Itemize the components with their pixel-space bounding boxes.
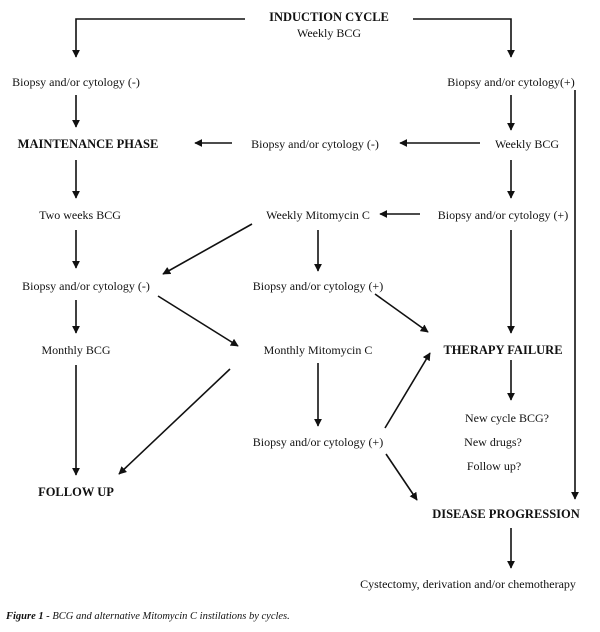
option-follow-up: Follow up? xyxy=(467,459,521,473)
labels: INDUCTION CYCLE Weekly BCG Biopsy and/or… xyxy=(12,10,580,591)
biopsy-positive-3: Biopsy and/or cytology (+) xyxy=(253,279,383,293)
figure-caption-text: BCG and alternative Mitomycin C instilat… xyxy=(52,611,290,622)
biopsy-positive-2: Biopsy and/or cytology (+) xyxy=(438,208,568,222)
figure-caption: Figure 1 - BCG and alternative Mitomycin… xyxy=(6,611,290,622)
option-new-cycle-bcg: New cycle BCG? xyxy=(465,411,549,425)
arrow-induction-to-biopsy-pos xyxy=(413,18,515,58)
arrow-weekly-mitomycin-to-biopsy-neg xyxy=(162,223,253,275)
figure-number: Figure 1 - xyxy=(6,611,50,622)
disease-progression: DISEASE PROGRESSION xyxy=(432,507,580,521)
weekly-mitomycin-c: Weekly Mitomycin C xyxy=(266,208,370,222)
arrow-biopsy-neg-to-monthly-mitomycin xyxy=(157,295,239,347)
arrow-biopsy-pos-to-therapy-failure-2 xyxy=(374,293,429,333)
induction-weekly-bcg: Weekly BCG xyxy=(297,26,361,40)
two-weeks-bcg: Two weeks BCG xyxy=(39,208,121,222)
arrow-induction-to-biopsy-neg xyxy=(72,18,245,58)
arrow-biopsy-pos-to-therapy-failure-3 xyxy=(384,352,431,429)
maintenance-phase: MAINTENANCE PHASE xyxy=(18,137,159,151)
monthly-bcg: Monthly BCG xyxy=(41,343,110,357)
therapy-failure: THERAPY FAILURE xyxy=(443,343,562,357)
weekly-bcg: Weekly BCG xyxy=(495,137,559,151)
option-new-drugs: New drugs? xyxy=(464,435,522,449)
arrow-biopsy-pos-to-disease-progression-2 xyxy=(385,453,418,501)
cystectomy-derivation-chemotherapy: Cystectomy, derivation and/or chemothera… xyxy=(360,577,576,591)
biopsy-negative-2: Biopsy and/or cytology (-) xyxy=(251,137,379,151)
arrow-monthly-mitomycin-to-follow-up xyxy=(118,368,231,475)
follow-up: FOLLOW UP xyxy=(38,485,114,499)
biopsy-positive-1: Biopsy and/or cytology(+) xyxy=(447,75,574,89)
induction-cycle-title: INDUCTION CYCLE xyxy=(269,10,389,24)
biopsy-positive-4: Biopsy and/or cytology (+) xyxy=(253,435,383,449)
biopsy-negative-1: Biopsy and/or cytology (-) xyxy=(12,75,140,89)
arrows xyxy=(72,18,579,569)
biopsy-negative-3: Biopsy and/or cytology (-) xyxy=(22,279,150,293)
monthly-mitomycin-c: Monthly Mitomycin C xyxy=(264,343,373,357)
